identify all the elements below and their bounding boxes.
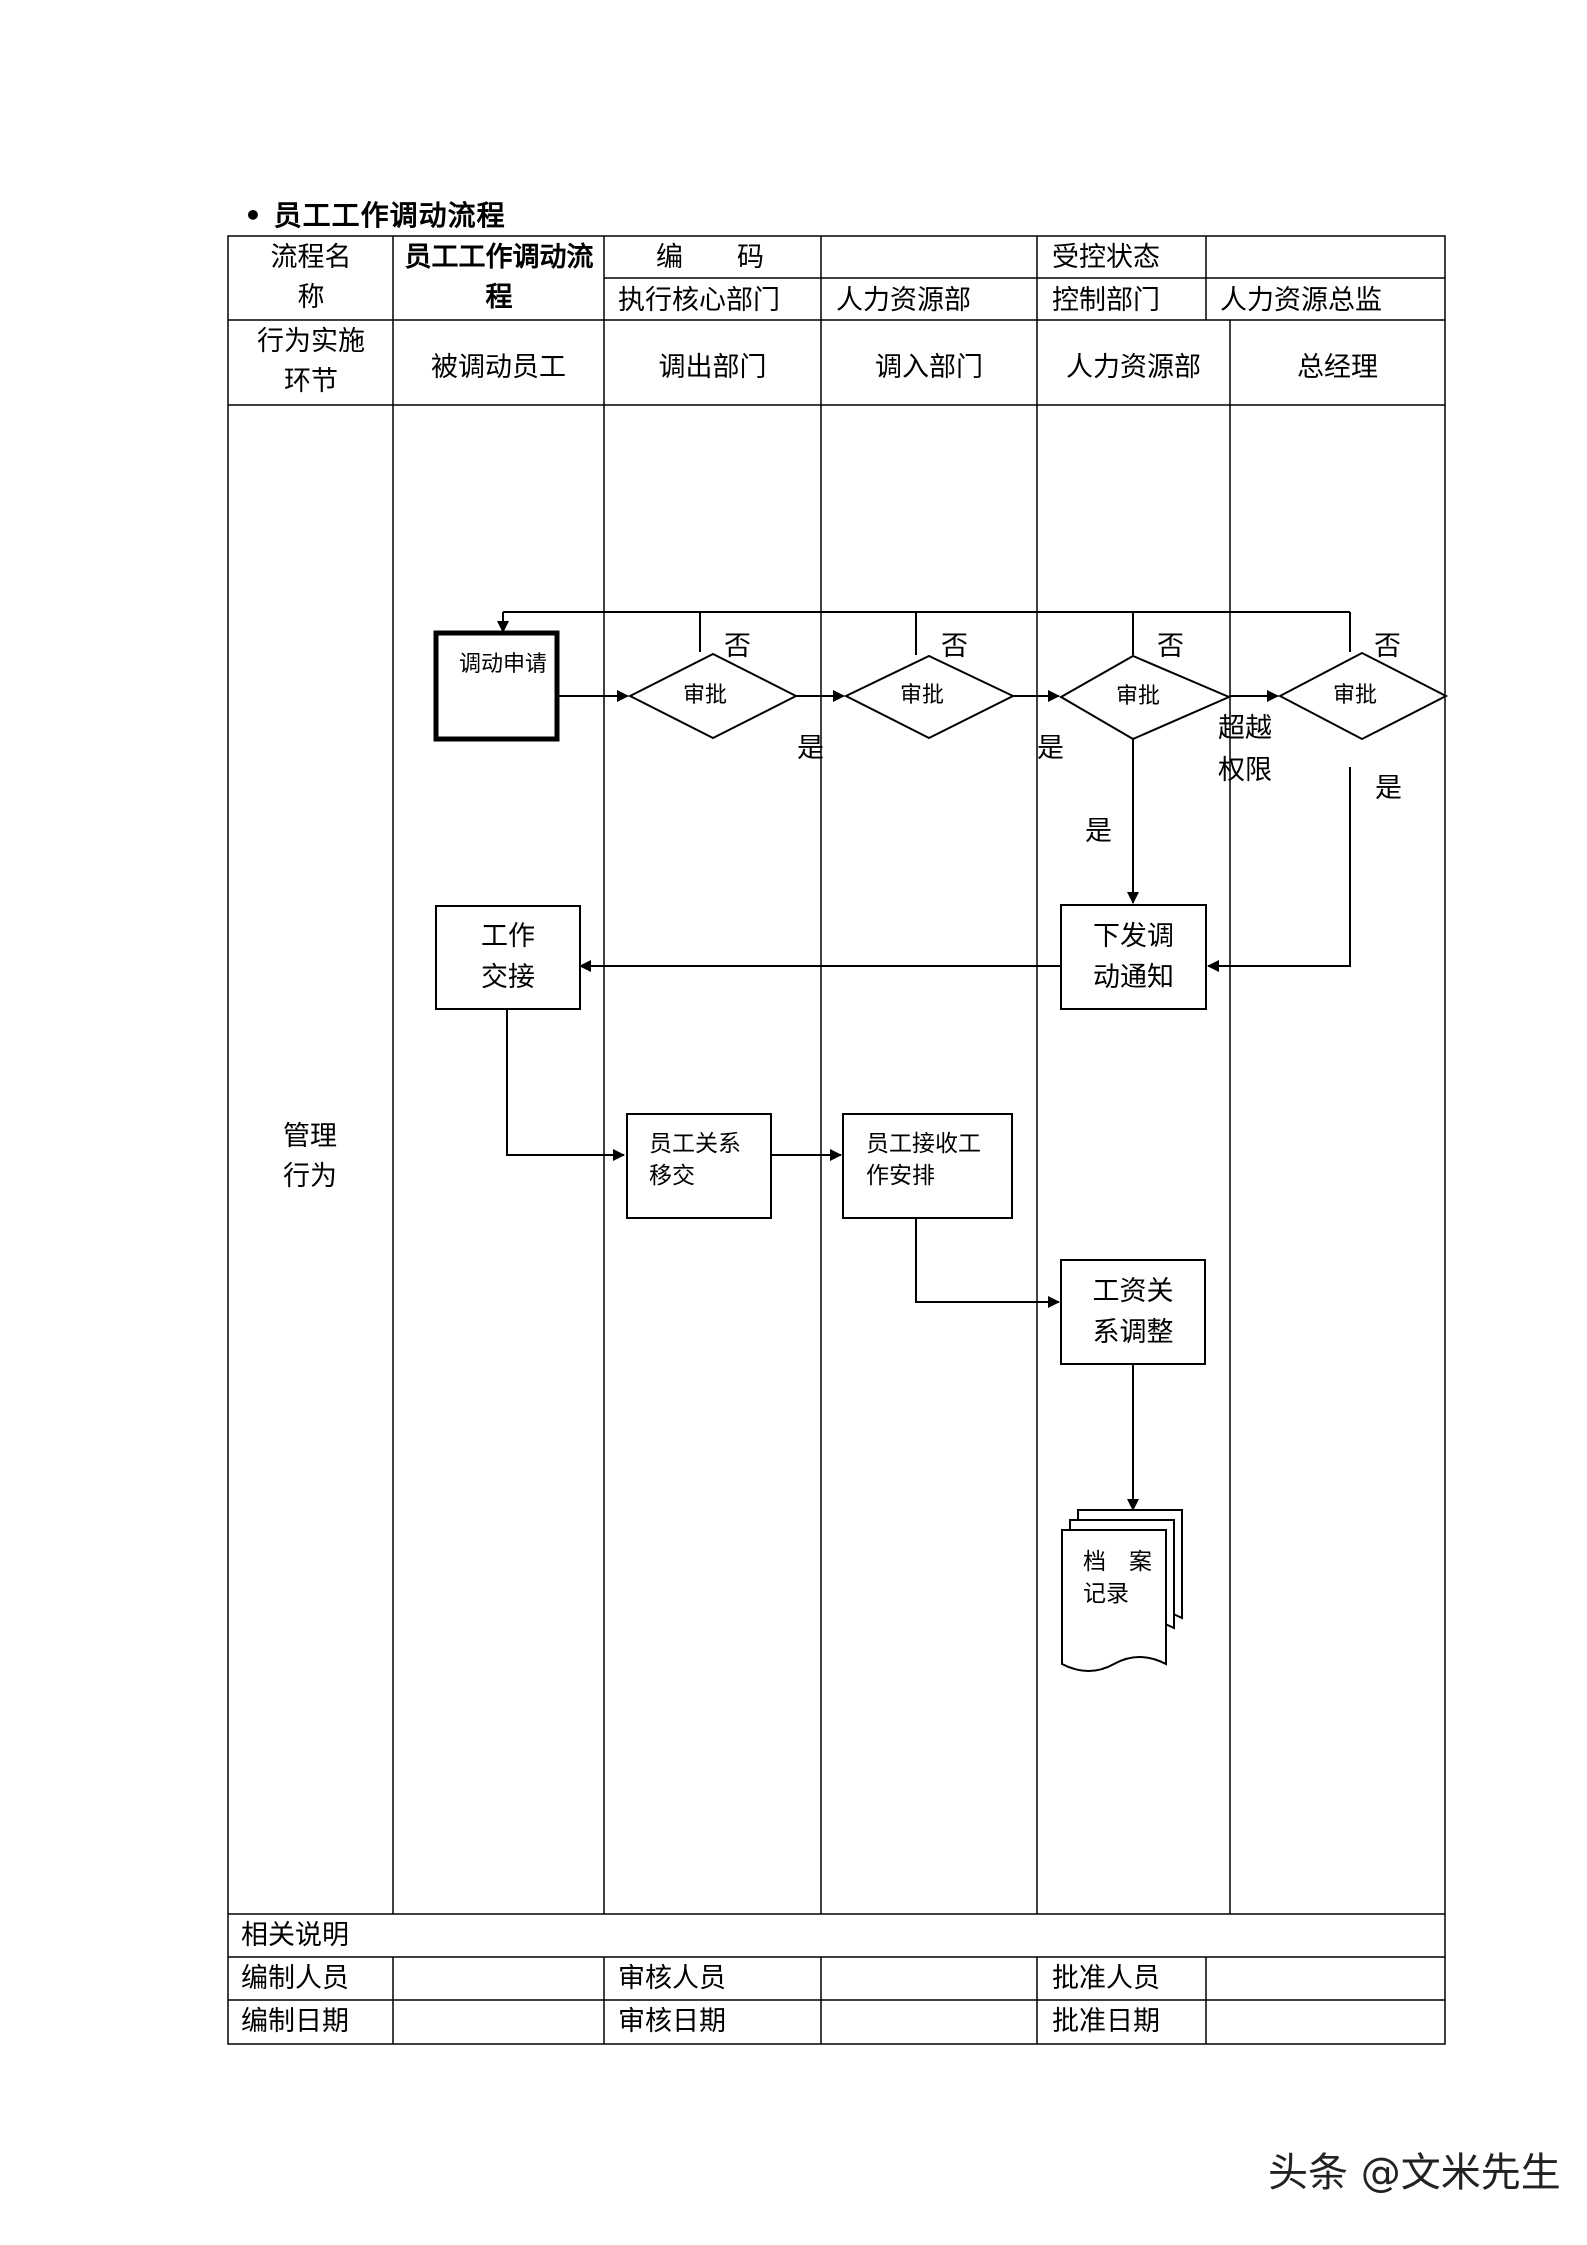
- approve-label-out: 审批: [683, 683, 728, 708]
- reviewer-label: 审核人员: [618, 1963, 726, 1994]
- receive-label-1: 员工接收工: [866, 1131, 981, 1157]
- approve-label-gm: 审批: [1333, 683, 1378, 708]
- approve-label-in: 审批: [900, 683, 945, 708]
- ctrl-dept-label: 控制部门: [1052, 285, 1160, 316]
- salary-label-1: 工资关: [1092, 1276, 1174, 1307]
- lane-gm: 总经理: [1297, 352, 1378, 383]
- lane-hr: 人力资源部: [1066, 352, 1201, 383]
- yes-label-gm: 是: [1375, 773, 1402, 804]
- yes-label-out: 是: [797, 733, 824, 764]
- lane-in-dept: 调入部门: [875, 352, 983, 383]
- handover-label-1: 工作: [481, 921, 535, 952]
- document-heading: • 员工工作调动流程: [244, 199, 506, 232]
- apply-node: [433, 630, 560, 742]
- status-label: 受控状态: [1052, 242, 1160, 273]
- approver-label: 批准人员: [1052, 1963, 1160, 1994]
- relation-node: [626, 1113, 772, 1219]
- process-name-value: 员工工作调动流程: [404, 242, 594, 313]
- notice-label-2: 动通知: [1093, 962, 1174, 993]
- exec-dept-value: 人力资源部: [836, 285, 971, 316]
- relation-label-2: 移交: [649, 1163, 695, 1189]
- notice-node: [1060, 904, 1207, 1010]
- salary-label-2: 系调整: [1092, 1317, 1174, 1348]
- actor-label: 行为实施环节: [257, 326, 365, 397]
- row-label-management: 管理行为: [283, 1121, 337, 1192]
- approve-date-label: 批准日期: [1052, 2006, 1160, 2037]
- no-label-in: 否: [941, 631, 968, 662]
- archive-label-1: 档 案: [1083, 1549, 1152, 1575]
- handover-label-2: 交接: [481, 962, 535, 993]
- receive-node: [842, 1113, 1013, 1219]
- code-label: 编 码: [656, 242, 764, 273]
- author-date-label: 编制日期: [241, 2006, 349, 2037]
- ctrl-dept-value: 人力资源总监: [1220, 285, 1382, 316]
- watermark: 头条 @文米先生: [1268, 2150, 1561, 2196]
- apply-text: 调动申请: [459, 648, 549, 681]
- exec-dept-label: 执行核心部门: [618, 285, 780, 316]
- lane-employee: 被调动员工: [431, 352, 566, 383]
- archive-node: [1061, 1509, 1183, 1672]
- exceed-label-2: 权限: [1218, 755, 1272, 786]
- no-label-hr: 否: [1157, 631, 1184, 662]
- notice-label-1: 下发调: [1093, 921, 1174, 952]
- receive-label-2: 作安排: [866, 1163, 935, 1189]
- yes-label-hr: 是: [1085, 816, 1112, 847]
- notes-label: 相关说明: [241, 1920, 349, 1951]
- apply-label: 调动申请: [459, 648, 549, 681]
- author-label: 编制人员: [241, 1963, 349, 1994]
- approve-label-hr: 审批: [1116, 684, 1161, 709]
- archive-label-2: 记录: [1083, 1581, 1129, 1607]
- review-date-label: 审核日期: [618, 2006, 726, 2037]
- approve-diamond-gm: [1277, 651, 1449, 741]
- yes-label-in: 是: [1037, 733, 1064, 764]
- no-label-out: 否: [724, 631, 751, 662]
- exceed-label-1: 超越: [1218, 713, 1272, 744]
- lane-out-dept: 调出部门: [658, 352, 767, 383]
- no-label-gm: 否: [1374, 631, 1401, 662]
- relation-label-1: 员工关系: [649, 1131, 741, 1157]
- process-name-label: 流程名称: [270, 242, 352, 313]
